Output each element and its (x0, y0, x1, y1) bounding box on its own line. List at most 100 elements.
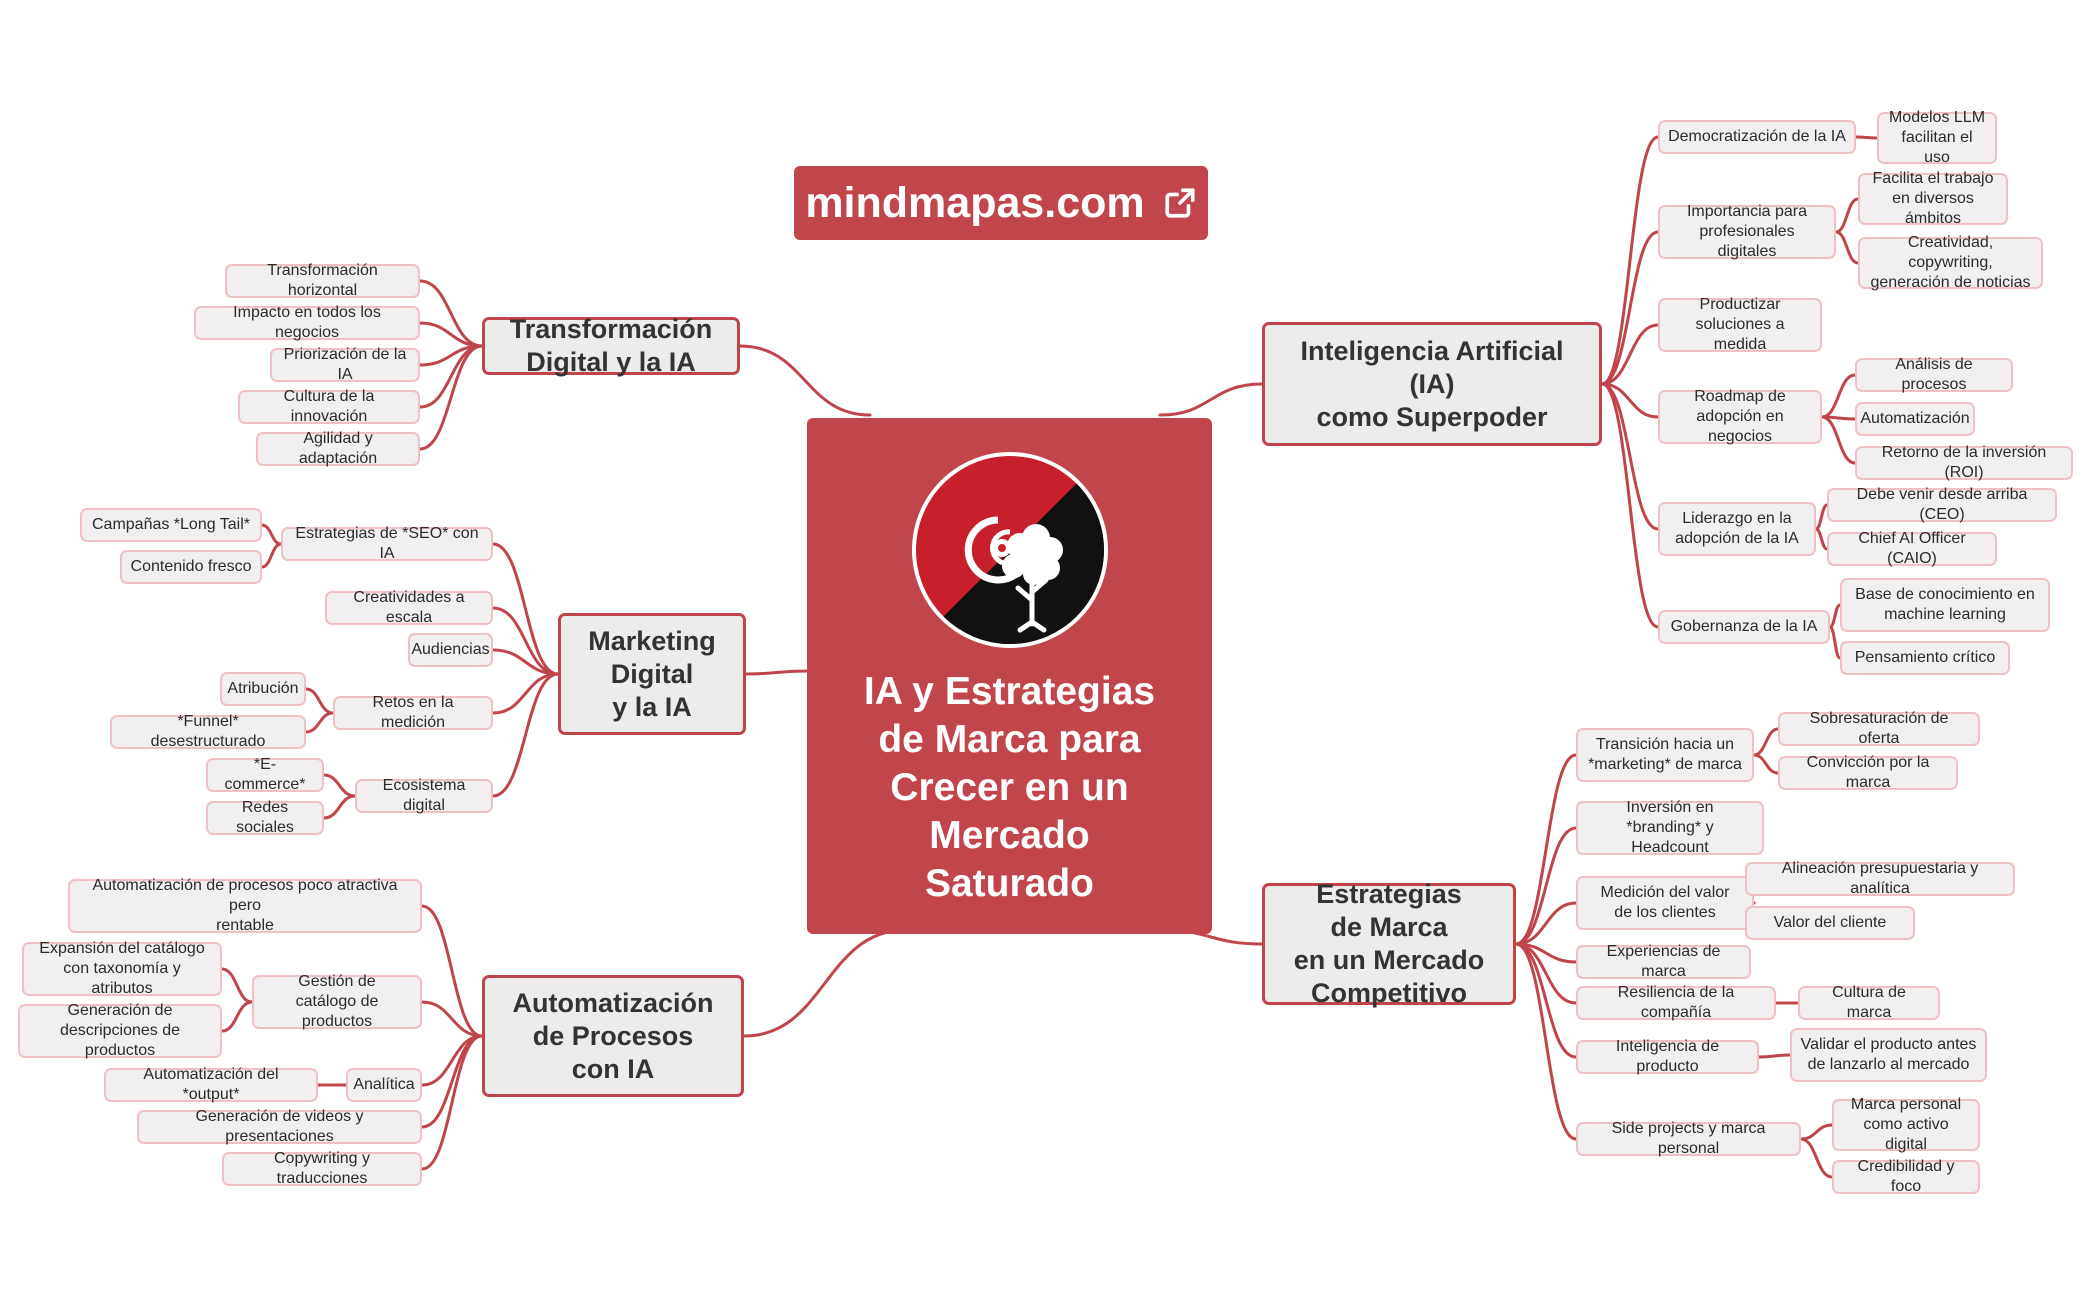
ia-item-1[interactable]: Democratización de la IA (1658, 120, 1856, 154)
marketing-item-5[interactable]: Ecosistema digital (355, 777, 493, 814)
ia-item-4[interactable]: Roadmap de adopción en negocios (1658, 388, 1822, 445)
mindmapas-link[interactable]: mindmapas.com (794, 166, 1208, 240)
ia-item-6-connector (1600, 382, 1660, 629)
marketing-item-4-sub-1-connector (304, 687, 335, 715)
ia-item-5-sub-1-connector (1814, 503, 1829, 531)
marketing-item-4-connector (491, 672, 560, 715)
connector-automatizacion (742, 928, 908, 1038)
estrategias-item-5-sub-1[interactable]: Cultura de marca (1798, 984, 1940, 1021)
marketing-item-3[interactable]: Audiencias (408, 633, 493, 667)
estrategias-item-3-sub-2[interactable]: Valor del cliente (1745, 906, 1915, 940)
automatizacion-item-3-sub-1[interactable]: Automatización del *output* (104, 1066, 318, 1103)
banner-text: mindmapas.com (805, 178, 1145, 227)
ia-item-6-sub-1[interactable]: Base de conocimiento en machine learning (1840, 578, 2050, 632)
estrategias-item-3-sub-1[interactable]: Alineación presupuestaria y analítica (1745, 860, 2015, 897)
estrategias-item-6-connector (1514, 942, 1578, 1059)
marketing-item-4-sub-1[interactable]: Atribución (220, 672, 306, 706)
marketing-item-5-sub-2-connector (322, 794, 357, 820)
automatizacion-item-2-connector (420, 1000, 484, 1038)
estrategias-item-3-connector (1514, 901, 1578, 946)
ia-item-3-connector (1600, 323, 1660, 386)
ia-item-6-sub-2[interactable]: Pensamiento crítico (1840, 641, 2010, 675)
estrategias-item-7-sub-1-connector (1799, 1123, 1834, 1141)
marketing-item-4-sub-2-connector (304, 711, 335, 734)
ia-item-5[interactable]: Liderazgo en la adopción de la IA (1658, 502, 1816, 556)
automatizacion-item-2-sub-1[interactable]: Expansión del catálogo con taxonomía y a… (22, 940, 222, 997)
estrategias-item-4[interactable]: Experiencias de marca (1576, 943, 1751, 980)
transformacion-item-4[interactable]: Cultura de la innovación (238, 388, 420, 425)
marketing-item-1[interactable]: Estrategias de *SEO* con IA (281, 525, 493, 562)
estrategias-item-1-sub-1[interactable]: Sobresaturación de oferta (1778, 710, 1980, 747)
ia-item-2-sub-1-connector (1834, 197, 1860, 234)
marketing-item-2[interactable]: Creatividades a escala (325, 589, 493, 626)
estrategias-item-7[interactable]: Side projects y marca personal (1576, 1120, 1801, 1157)
branch-estrategias[interactable]: Estrategias de Marca en un Mercado Compe… (1262, 879, 1516, 1008)
automatizacion-item-3[interactable]: Analítica (346, 1068, 422, 1102)
branch-automatizacion[interactable]: Automatización de Procesos con IA (482, 975, 744, 1097)
estrategias-item-7-sub-1[interactable]: Marca personal como activo digital (1832, 1096, 1980, 1153)
ia-item-3[interactable]: Productizar soluciones a medida (1658, 296, 1822, 353)
estrategias-item-3[interactable]: Medición del valor de los clientes (1576, 876, 1754, 930)
connector-ia (1158, 382, 1264, 417)
central-title: IA y Estrategias de Marca para Crecer en… (863, 670, 1156, 905)
automatizacion-item-1-connector (420, 904, 484, 1038)
estrategias-item-6[interactable]: Inteligencia de producto (1576, 1038, 1759, 1075)
transformacion-item-3[interactable]: Priorización de la IA (270, 346, 420, 383)
ia-item-2-sub-2[interactable]: Creatividad, copywriting, generación de … (1858, 234, 2043, 291)
transformacion-item-5[interactable]: Agilidad y adaptación (256, 430, 420, 467)
marketing-item-1-sub-2-connector (260, 542, 283, 569)
transformacion-item-1-connector (418, 279, 484, 348)
branch-marketing[interactable]: Marketing Digital y la IA (558, 613, 746, 735)
marketing-item-5-sub-1[interactable]: *E-commerce* (206, 756, 324, 793)
marketing-item-1-sub-2[interactable]: Contenido fresco (120, 550, 262, 584)
central-topic[interactable]: IA y Estrategias de Marca para Crecer en… (807, 418, 1212, 934)
ia-item-6-sub-2-connector (1828, 625, 1842, 660)
ia-item-5-connector (1600, 382, 1660, 531)
estrategias-item-7-sub-2-connector (1799, 1137, 1834, 1179)
estrategias-item-1-sub-2-connector (1752, 753, 1780, 775)
connector-transformacion (738, 344, 872, 417)
transformacion-item-1[interactable]: Transformación horizontal (225, 262, 420, 299)
marketing-item-1-connector (491, 542, 560, 676)
ia-item-4-sub-2[interactable]: Automatización (1855, 402, 1975, 436)
estrategias-item-1-sub-2[interactable]: Convicción por la marca (1778, 754, 1958, 791)
transformacion-item-2[interactable]: Impacto en todos los negocios (194, 304, 420, 341)
marketing-item-5-sub-1-connector (322, 773, 357, 798)
automatizacion-item-2[interactable]: Gestión de catálogo de productos (252, 973, 422, 1030)
estrategias-item-7-connector (1514, 942, 1578, 1141)
marketing-item-5-sub-2[interactable]: Redes sociales (206, 799, 324, 836)
external-link-icon (1165, 188, 1195, 218)
ia-item-1-sub-1[interactable]: Modelos LLM facilitan el uso (1877, 109, 1997, 166)
automatizacion-item-1[interactable]: Automatización de procesos poco atractiv… (68, 877, 422, 934)
marketing-item-1-sub-1[interactable]: Campañas *Long Tail* (80, 508, 262, 542)
branch-transformacion[interactable]: Transformación Digital y la IA (482, 314, 740, 377)
automatizacion-item-4[interactable]: Generación de videos y presentaciones (137, 1108, 422, 1145)
ia-item-4-sub-3[interactable]: Retorno de la inversión (ROI) (1855, 444, 2073, 481)
automatizacion-item-5[interactable]: Copywriting y traducciones (222, 1150, 422, 1187)
marketing-item-4-sub-2[interactable]: *Funnel* desestructurado (110, 713, 306, 750)
estrategias-item-1[interactable]: Transición hacia un *marketing* de marca (1576, 728, 1754, 782)
automatizacion-item-2-sub-2[interactable]: Generación de descripciones de productos (18, 1002, 222, 1059)
ia-item-4-sub-1-connector (1820, 373, 1857, 419)
estrategias-item-7-sub-2[interactable]: Credibilidad y foco (1832, 1158, 1980, 1195)
marketing-item-5-connector (491, 672, 560, 798)
branch-ia[interactable]: Inteligencia Artificial (IA) como Superp… (1262, 322, 1602, 446)
brain-tree-logo (911, 452, 1108, 648)
connector-marketing (744, 669, 809, 676)
estrategias-item-5[interactable]: Resiliencia de la compañía (1576, 984, 1776, 1021)
ia-item-4-sub-1[interactable]: Análisis de procesos (1855, 356, 2013, 393)
ia-item-2-sub-1[interactable]: Facilita el trabajo en diversos ámbitos (1858, 170, 2008, 227)
marketing-item-4[interactable]: Retos en la medición (333, 694, 493, 731)
estrategias-item-6-sub-1-connector (1757, 1053, 1792, 1059)
ia-item-2[interactable]: Importancia para profesionales digitales (1658, 203, 1836, 260)
marketing-item-1-sub-1-connector (260, 523, 283, 546)
ia-item-5-sub-2[interactable]: Chief AI Officer (CAIO) (1827, 530, 1997, 567)
ia-item-5-sub-1[interactable]: Debe venir desde arriba (CEO) (1827, 486, 2057, 523)
estrategias-item-1-connector (1514, 753, 1578, 946)
estrategias-item-6-sub-1[interactable]: Validar el producto antes de lanzarlo al… (1790, 1028, 1987, 1082)
marketing-item-2-connector (491, 606, 560, 676)
estrategias-item-2[interactable]: Inversión en *branding* y Headcount (1576, 799, 1764, 856)
ia-item-6[interactable]: Gobernanza de la IA (1658, 610, 1830, 644)
ia-item-4-sub-3-connector (1820, 415, 1857, 465)
